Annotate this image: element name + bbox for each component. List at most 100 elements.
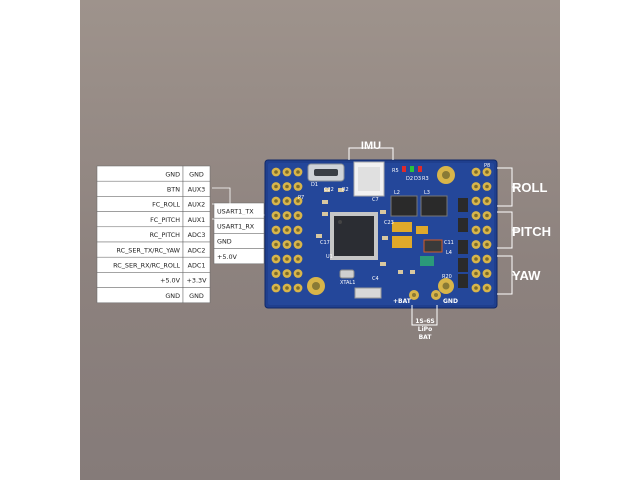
header-pin-hole <box>485 213 489 218</box>
header-pin-hole <box>274 228 278 232</box>
svg-text:D1: D1 <box>311 182 318 188</box>
svg-text:C7: C7 <box>372 197 379 203</box>
header-pin-hole <box>285 199 289 203</box>
header-pin-hole <box>474 286 478 290</box>
svg-text:C4: C4 <box>372 276 379 282</box>
crystal <box>339 269 382 299</box>
mcu-chip <box>330 212 378 260</box>
header-pin-hole <box>485 170 489 174</box>
left-table-pin: GND <box>189 170 204 178</box>
header-pin-hole <box>474 257 478 261</box>
header-pin-hole <box>285 184 289 189</box>
header-pin-hole <box>296 242 300 247</box>
imu-label: IMU <box>361 140 381 152</box>
battery-bracket <box>411 305 438 326</box>
svg-text:P7: P7 <box>298 195 304 201</box>
bat-line-3: BAT <box>419 334 433 341</box>
svg-text:C17: C17 <box>320 240 330 246</box>
mid-table-label: USART1_RX <box>217 223 255 231</box>
axis-brackets <box>497 167 518 295</box>
header-pin-hole <box>485 257 489 261</box>
left-table-label: BTN <box>167 186 180 194</box>
imu-bracket <box>348 147 394 160</box>
svg-text:R20: R20 <box>442 274 452 280</box>
header-pin-hole <box>474 271 478 276</box>
left-table-pin: ADC1 <box>188 262 206 270</box>
header-pin-hole <box>274 286 278 290</box>
power-components <box>390 195 448 266</box>
bat-plus-label: +BAT <box>393 298 412 305</box>
left-table-label: GND <box>165 292 180 300</box>
header-pin-hole <box>274 184 278 189</box>
header-pin-hole <box>474 228 478 232</box>
header-pin-hole <box>274 170 278 174</box>
silkscreen: D1 C22 R2 P7 C7 C17 C23 U1 XTAL1 C4 L2 L… <box>298 163 490 286</box>
svg-text:C22: C22 <box>324 187 334 193</box>
header-pin-hole <box>485 242 489 247</box>
label-pitch: PITCH <box>512 224 551 239</box>
header-pin-hole <box>285 242 289 247</box>
header-pin-hole <box>285 257 289 261</box>
bat-line-1: 1S-6S <box>415 318 434 325</box>
motor-drivers <box>458 198 468 288</box>
left-table-label: GND <box>165 170 180 178</box>
mid-table-label: GND <box>217 238 232 246</box>
header-pin-hole <box>285 286 289 290</box>
header-pin-hole <box>474 213 478 218</box>
left-table-label: RC_PITCH <box>150 231 181 239</box>
left-table-label: RC_SER_RX/RC_ROLL <box>113 262 180 270</box>
header-pin-hole <box>474 199 478 203</box>
header-pin-hole <box>296 213 300 218</box>
left-table-label: +5.0V <box>160 277 181 285</box>
left-table-pin: GND <box>189 292 204 300</box>
left-table-label: RC_SER_TX/RC_YAW <box>117 246 181 254</box>
header-pin-hole <box>474 170 478 174</box>
header-pin-hole <box>296 257 300 261</box>
svg-text:R3: R3 <box>422 176 429 182</box>
svg-text:D2: D2 <box>406 176 413 182</box>
svg-text:C23: C23 <box>384 220 394 226</box>
mid-table-label: +5.0V <box>217 253 238 261</box>
imu-connector <box>353 161 385 197</box>
header-pin-hole <box>285 228 289 232</box>
header-pin-hole <box>296 271 300 276</box>
left-table-pin: +3.3V <box>187 277 208 285</box>
left-table-cell-pin <box>182 287 211 304</box>
svg-text:R5: R5 <box>392 168 399 174</box>
left-table-pin: ADC2 <box>188 246 206 254</box>
header-pin-hole <box>485 184 489 189</box>
header-pin-hole <box>274 271 278 276</box>
label-yaw: YAW <box>512 268 541 283</box>
left-table-label: FC_PITCH <box>150 216 180 224</box>
header-pin-hole <box>296 184 300 189</box>
bat-gnd-label: GND <box>443 298 458 305</box>
left-table-pin: ADC3 <box>188 231 206 239</box>
header-pin-hole <box>474 184 478 189</box>
svg-text:U1: U1 <box>326 254 333 260</box>
connector-lines <box>212 187 268 220</box>
left-table-pin: AUX1 <box>188 216 206 224</box>
mounting-holes <box>307 166 455 295</box>
header-pin-hole <box>274 213 278 218</box>
header-pin-hole <box>485 228 489 232</box>
header-pin-hole <box>296 286 300 290</box>
header-pin-hole <box>485 199 489 203</box>
smd-parts <box>316 188 415 274</box>
svg-text:XTAL1: XTAL1 <box>340 280 355 286</box>
svg-text:C11: C11 <box>444 240 454 246</box>
left-pin-header <box>271 167 303 293</box>
svg-text:L2: L2 <box>394 190 400 196</box>
svg-text:D3: D3 <box>414 176 421 182</box>
header-pin-hole <box>485 286 489 290</box>
header-pin-hole <box>274 242 278 247</box>
usb-connector <box>307 163 345 182</box>
svg-text:R2: R2 <box>342 187 349 193</box>
bat-line-2: LiPo <box>418 326 432 333</box>
header-pin-hole <box>296 170 300 174</box>
mid-table-cell <box>213 248 265 265</box>
left-table-pin: AUX2 <box>188 201 206 209</box>
header-pin-hole <box>296 199 300 203</box>
